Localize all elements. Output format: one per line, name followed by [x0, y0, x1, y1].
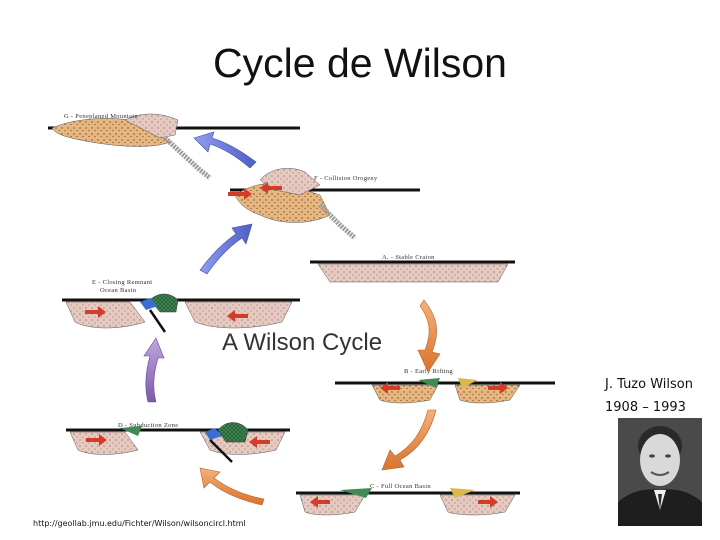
stage-g-peneplaned-mountain: G - Peneplaned Mountain: [48, 113, 300, 180]
stage-g-label: G - Peneplaned Mountain: [64, 113, 138, 120]
stage-b-early-rifting: B - Early Rifting: [335, 368, 555, 404]
stage-c-label: C - Full Ocean Basin: [370, 483, 431, 490]
cycle-arrows: [143, 131, 441, 506]
person-years: 1908 – 1993: [605, 400, 686, 415]
arrow-b-to-c: [381, 409, 437, 471]
arrow-f-to-g: [193, 131, 257, 169]
stage-d-label: D - Subduction Zone: [118, 422, 178, 429]
stage-e-label-2: Ocean Basin: [100, 287, 137, 294]
arrow-a-to-b: [417, 299, 441, 373]
source-url: http://geollab.jmu.edu/Fichter/Wilson/wi…: [33, 519, 246, 528]
stage-e-closing-remnant-ocean-basin: E - Closing Remnant Ocean Basin: [62, 279, 300, 333]
arrow-c-to-d: [199, 467, 265, 506]
portrait-photo: [618, 418, 702, 526]
stage-f-collision-orogeny: F - Collision Orogeny: [228, 168, 420, 240]
stage-c-full-ocean-basin: C - Full Ocean Basin: [296, 483, 520, 516]
slide-title: Cycle de Wilson: [213, 40, 507, 86]
stage-d-subduction-zone: D - Subduction Zone: [66, 422, 290, 463]
center-label: A Wilson Cycle: [222, 329, 382, 356]
person-name: J. Tuzo Wilson: [605, 377, 693, 392]
stage-a-stable-craton: A. - Stable Craton: [310, 254, 515, 283]
stage-e-label-1: E - Closing Remnant: [92, 279, 152, 286]
arrow-d-to-e: [143, 337, 165, 403]
stage-a-label: A. - Stable Craton: [382, 254, 435, 261]
arrow-e-to-f: [199, 223, 253, 275]
stage-f-label: F - Collision Orogeny: [314, 175, 378, 182]
